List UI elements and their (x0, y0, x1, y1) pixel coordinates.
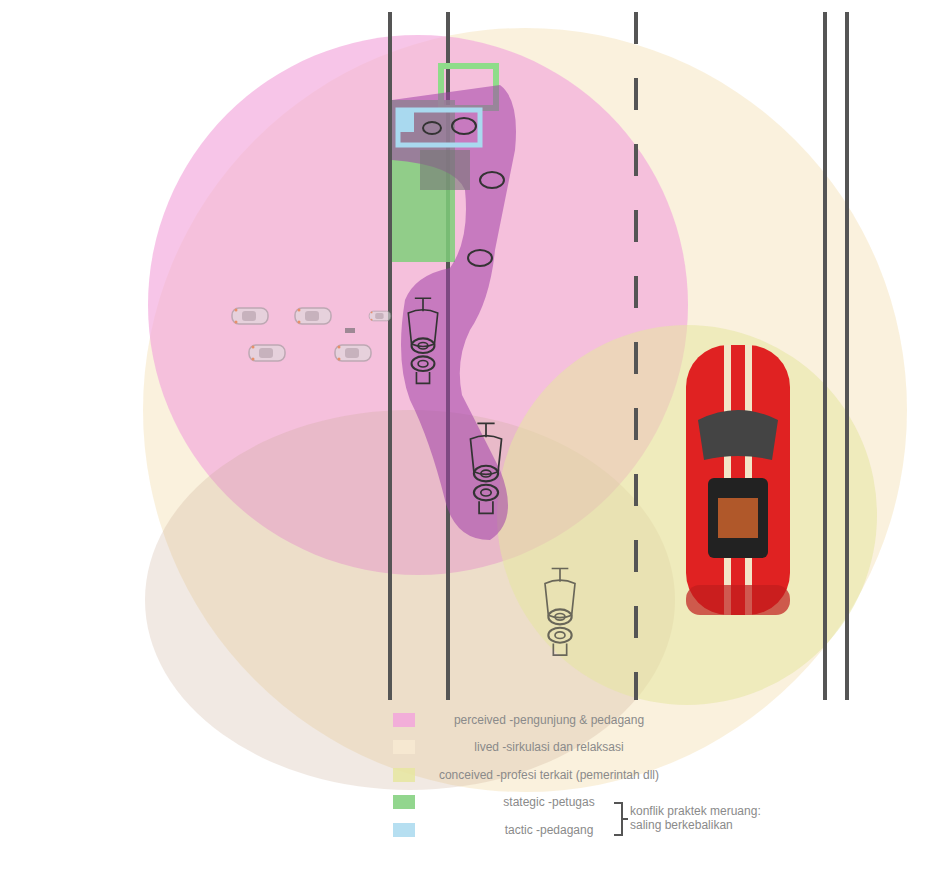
car-rear (686, 585, 790, 615)
legend-row: conceived -profesi terkait (pemerintah d… (393, 767, 683, 783)
legend-text: lived -sirkulasi dan relaksasi (415, 739, 683, 755)
person (423, 122, 441, 134)
legend-text: perceived -pengunjung & pedagang (415, 712, 683, 728)
stall-table (420, 150, 470, 190)
road-edge (388, 12, 392, 700)
vendor-figures (423, 118, 504, 266)
parked-item (345, 328, 355, 333)
parked-car (249, 345, 285, 361)
person (452, 118, 476, 134)
legend-swatch (393, 740, 415, 754)
tactic-stall (398, 110, 480, 145)
vendor-activity-zone (392, 85, 516, 540)
lane-divider (634, 12, 638, 700)
motorcycle (470, 423, 501, 513)
road-lines (390, 12, 847, 700)
lived-circle (143, 28, 907, 792)
parked-car (295, 308, 331, 324)
legend-swatch (393, 823, 415, 837)
parked-cars (232, 308, 391, 361)
motorcycle (408, 298, 437, 383)
legend-text: conceived -profesi terkait (pemerintah d… (415, 767, 683, 783)
person (468, 250, 492, 266)
bracket-note: konflik praktek meruang: saling berkebal… (630, 804, 770, 832)
road-edge (823, 12, 827, 700)
red-car (686, 345, 790, 615)
legend-row: perceived -pengunjung & pedagang (393, 712, 683, 728)
motorcycle (545, 569, 575, 656)
parked-car (369, 311, 391, 321)
parked-car (232, 308, 268, 324)
car-engine (708, 478, 768, 558)
legend-swatch (393, 768, 415, 782)
legend-swatch (393, 713, 415, 727)
road-edge (845, 12, 849, 700)
person (480, 172, 504, 188)
car-windshield (698, 410, 778, 460)
legend-swatch (393, 795, 415, 809)
legend-bracket (614, 803, 628, 835)
conceived-circle (497, 325, 877, 705)
car-body (686, 345, 790, 615)
parked-car (335, 345, 371, 361)
legend-row: lived -sirkulasi dan relaksasi (393, 739, 683, 755)
tactic-marker (398, 110, 414, 132)
car-engine-detail (718, 498, 758, 538)
